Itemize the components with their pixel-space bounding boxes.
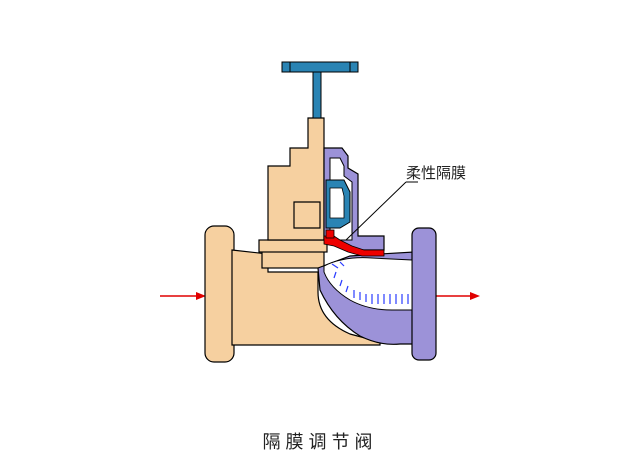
outlet-flow-arrow <box>436 292 480 300</box>
flow-hatching <box>331 261 409 304</box>
handwheel-icon <box>281 61 359 73</box>
diaphragm-label: 柔性隔膜 <box>406 164 466 182</box>
diagram-title: 隔膜调节阀 <box>262 432 378 453</box>
inlet-flow-arrow <box>160 292 206 300</box>
valve-stem <box>312 65 322 119</box>
bonnet-ring <box>258 239 328 253</box>
inlet-flange <box>204 225 235 363</box>
flexible-diaphragm <box>323 235 385 257</box>
outlet-flange <box>411 227 437 361</box>
diaphragm-callout-line <box>345 181 407 241</box>
stem-housing <box>293 201 321 229</box>
